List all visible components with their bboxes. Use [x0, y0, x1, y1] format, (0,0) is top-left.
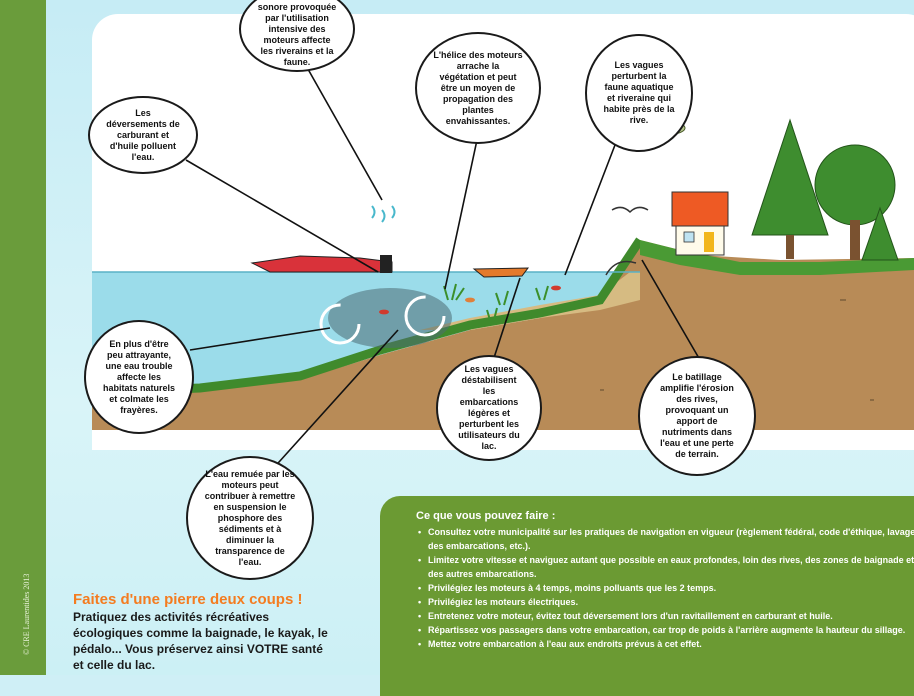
bubble-noise: La nuisance sonore provoquée par l'utili… — [239, 0, 355, 72]
tip-item: Mettez votre embarcation à l'eau aux end… — [418, 637, 914, 651]
tips-list: Consultez votre municipalité sur les pra… — [416, 525, 914, 651]
leafy-tree-trunk — [850, 220, 860, 260]
cta-body: Pratiquez des activités récréatives écol… — [73, 610, 328, 672]
aquatic-plants — [443, 283, 549, 321]
turbid-water-cloud — [328, 288, 452, 348]
bubble-propeller: L'hélice des moteurs arrache la végétati… — [415, 32, 541, 144]
tip-item: Consultez votre municipalité sur les pra… — [418, 525, 914, 553]
noise-waves — [371, 205, 396, 223]
fish-red — [379, 309, 389, 315]
bubble-waves-boats: Les vagues déstabilisent les embarcation… — [436, 355, 542, 461]
tip-item: Limitez votre vitesse et naviguez autant… — [418, 553, 914, 581]
bubble-turbid-water: En plus d'être peu attrayante, une eau t… — [84, 320, 194, 434]
seagull — [611, 206, 649, 214]
tip-item: Privilégiez les moteurs à 4 temps, moins… — [418, 581, 914, 595]
house-roof — [671, 191, 729, 227]
house-wall — [675, 224, 725, 256]
cta-title: Faites d'une pierre deux coups ! — [73, 591, 303, 608]
turbulence-swirl-right — [404, 295, 446, 337]
erosion-arrow — [605, 260, 637, 276]
bubble-waves-fauna: Les vagues perturbent la faune aquatique… — [585, 34, 693, 152]
pine-tree-small — [861, 206, 899, 261]
boat-outboard-motor — [380, 255, 392, 273]
shore-grass — [640, 240, 914, 275]
tips-title: Ce que vous pouvez faire : — [416, 510, 556, 522]
bubble-fuel: Les déversements de carburant et d'huile… — [88, 96, 198, 174]
small-boat — [472, 267, 530, 278]
left-green-bar — [0, 0, 46, 675]
bubble-phosphorus: L'eau remuée par les moteurs peut contri… — [186, 456, 314, 580]
callout-lines — [185, 54, 701, 473]
house-window — [683, 231, 695, 243]
tips-box: Ce que vous pouvez faire : Consultez vot… — [380, 496, 914, 696]
fish-orange — [465, 297, 475, 303]
tip-item: Entretenez votre moteur, évitez tout dév… — [418, 609, 914, 623]
bubble-batillage: Le batillage amplifie l'érosion des rive… — [638, 356, 756, 476]
motorboat — [250, 255, 393, 273]
turbulence-swirl-left — [319, 303, 361, 345]
tip-item: Répartissez vos passagers dans votre emb… — [418, 623, 914, 637]
fish-red-2 — [551, 285, 561, 291]
pine-trunk — [786, 235, 794, 259]
tip-item: Privilégiez les moteurs électriques. — [418, 595, 914, 609]
leafy-tree-crown — [814, 144, 896, 226]
house-door — [704, 232, 714, 252]
